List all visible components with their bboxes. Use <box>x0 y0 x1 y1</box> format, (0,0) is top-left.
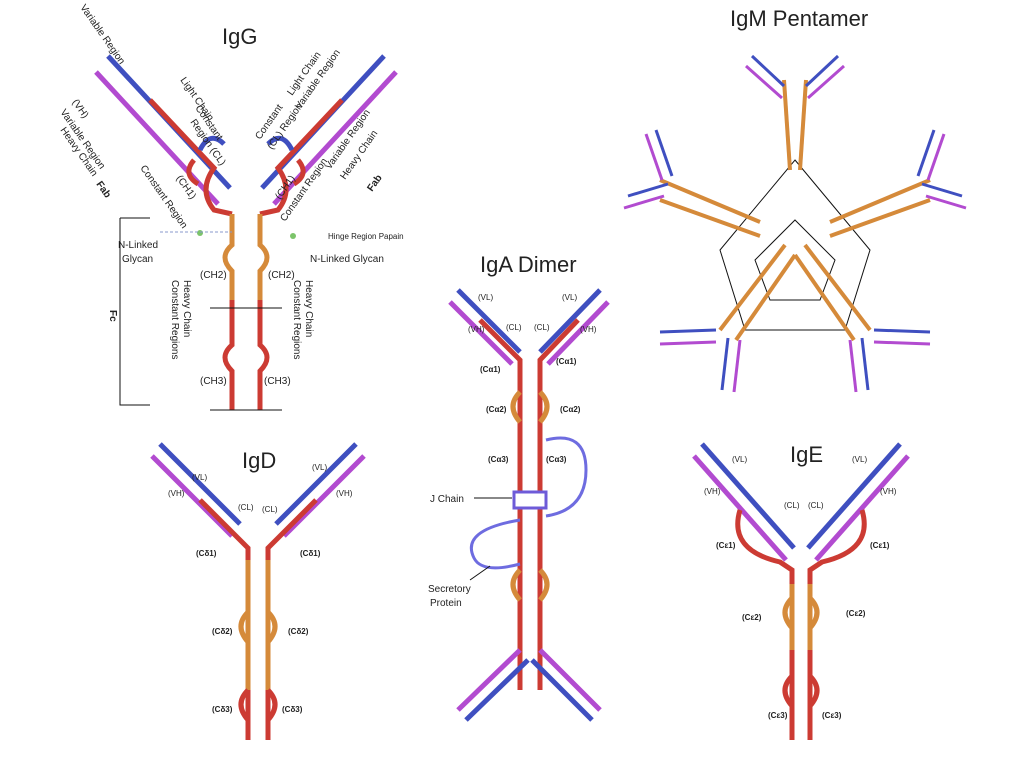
ige-ce1-left: (Cε1) <box>716 541 736 550</box>
iga-secretory: Secretory <box>428 584 471 595</box>
iga-ca2-left: (Cα2) <box>486 405 507 414</box>
ige-cl-right: (CL) <box>808 501 824 510</box>
igg-fab-left: Fab <box>94 179 113 200</box>
igd-cd2-left: (Cδ2) <box>212 627 233 636</box>
igg-constant-regions-left: Constant Regions <box>169 280 180 360</box>
iga-vh-left: (VH) <box>468 325 485 334</box>
iga-vl-left: (VL) <box>478 293 493 302</box>
igg-ch3-left: (CH3) <box>200 376 227 387</box>
ige-vl-left: (VL) <box>732 455 747 464</box>
ige-diagram: IgE (VL) (VL) (VH) (VH) (CL) (CL) (Cε1) … <box>692 442 910 740</box>
ige-ce2-right: (Cε2) <box>846 609 866 618</box>
igg-heavy-chain-left-const: Heavy Chain <box>181 280 192 337</box>
ige-ce3-left: (Cε3) <box>768 711 788 720</box>
ige-vh-left: (VH) <box>704 487 721 496</box>
ige-ce1-right: (Cε1) <box>870 541 890 550</box>
igm-title: IgM Pentamer <box>730 6 868 31</box>
igg-diagram: IgG Variable Region Light Chain Light Ch… <box>58 3 404 411</box>
iga-ca3-right: (Cα3) <box>546 455 567 464</box>
igg-n-linked-glycan: N-Linked Glycan <box>310 254 384 265</box>
iga-vh-right: (VH) <box>580 325 597 334</box>
iga-ca3-left: (Cα3) <box>488 455 509 464</box>
iga-cl-left: (CL) <box>506 323 522 332</box>
igg-constant-regions-right: Constant Regions <box>291 280 302 360</box>
iga-ca2-right: (Cα2) <box>560 405 581 414</box>
igg-ch3-right: (CH3) <box>264 376 291 387</box>
igg-glycan: Glycan <box>122 254 153 265</box>
iga-title: IgA Dimer <box>480 252 577 277</box>
igd-cd3-left: (Cδ3) <box>212 705 233 714</box>
igd-vh-right: (VH) <box>336 489 353 498</box>
igd-cl-left: (CL) <box>238 503 254 512</box>
igd-vl-right: (VL) <box>312 463 327 472</box>
igg-heavy-chain-right-const: Heavy Chain <box>303 280 314 337</box>
igg-n-linked: N-Linked <box>118 240 158 251</box>
ige-vh-right: (VH) <box>880 487 897 496</box>
ige-ce3-right: (Cε3) <box>822 711 842 720</box>
iga-ca1-right: (Cα1) <box>556 357 577 366</box>
igd-title: IgD <box>242 448 276 473</box>
iga-cl-right: (CL) <box>534 323 550 332</box>
igd-cd1-left: (Cδ1) <box>196 549 217 558</box>
igd-vl-left: (VL) <box>192 473 207 482</box>
igd-vh-left: (VH) <box>168 489 185 498</box>
ige-cl-left: (CL) <box>784 501 800 510</box>
igd-cd2-right: (Cδ2) <box>288 627 309 636</box>
ige-vl-right: (VL) <box>852 455 867 464</box>
igg-ch2-right: (CH2) <box>268 270 295 281</box>
igg-title: IgG <box>222 24 257 49</box>
igd-cd1-right: (Cδ1) <box>300 549 321 558</box>
iga-j-chain: J Chain <box>430 494 464 505</box>
ige-title: IgE <box>790 442 823 467</box>
iga-diagram: IgA Dimer J Chain Secretory Protein (Cα1… <box>428 252 610 722</box>
iga-ca1-left: (Cα1) <box>480 365 501 374</box>
igg-fab-right: Fab <box>365 173 384 194</box>
igg-variable-region-vl: Variable Region <box>77 3 126 67</box>
igg-ch2-left: (CH2) <box>200 270 227 281</box>
igm-diagram: IgM Pentamer <box>623 6 967 393</box>
igd-cl-right: (CL) <box>262 505 278 514</box>
igg-fc: Fc <box>107 310 118 322</box>
igd-diagram: IgD (VL) (VL) (VH) (VH) (CL) (CL) (Cδ1) … <box>150 442 366 740</box>
iga-vl-right: (VL) <box>562 293 577 302</box>
igg-hinge: Hinge Region Papain <box>328 232 404 241</box>
iga-protein: Protein <box>430 598 462 609</box>
igd-cd3-right: (Cδ3) <box>282 705 303 714</box>
ige-ce2-left: (Cε2) <box>742 613 762 622</box>
